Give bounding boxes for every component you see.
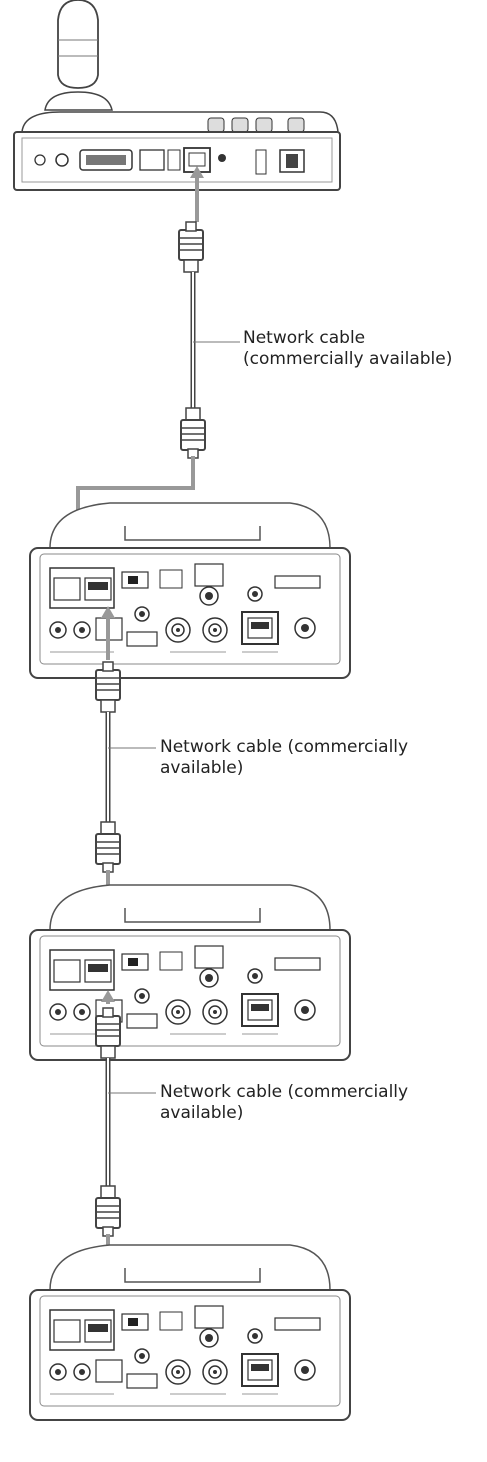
cable-label-3-line1: Network cable (commercially [160,1082,409,1102]
cable-label-1-line2: (commercially available) [243,349,453,369]
cable-label-2: Network cable (commercially available) [160,737,460,779]
remote-controller [13,0,341,191]
camera-3 [29,1244,351,1421]
cable-label-2-line2: available) [160,758,244,778]
camera-2 [29,884,351,1061]
cable-label-1: Network cable (commercially available) [243,328,483,370]
cable-label-2-line1: Network cable (commercially [160,737,409,757]
camera-1 [29,502,351,679]
cable-label-3-line2: available) [160,1103,244,1123]
cable-label-1-line1: Network cable [243,328,366,348]
cable-label-3: Network cable (commercially available) [160,1082,460,1124]
